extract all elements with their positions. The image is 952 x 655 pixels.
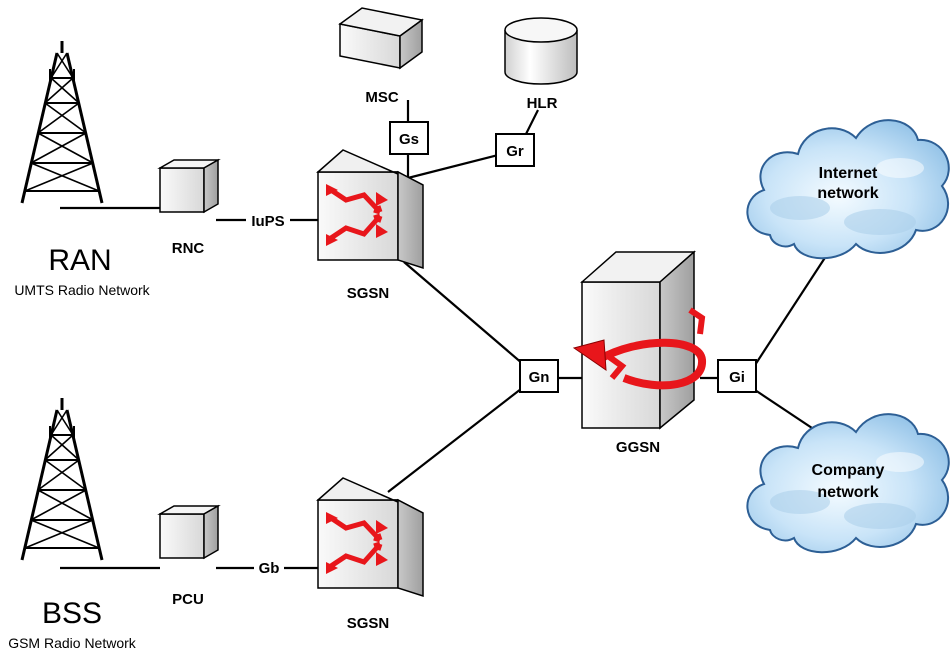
gi-interface-box xyxy=(717,359,757,393)
gn-interface-box xyxy=(519,359,559,393)
gi-interface-label: Gi xyxy=(729,369,745,386)
internet-cloud-label-line2: network xyxy=(817,185,878,202)
bss-title: BSS xyxy=(42,597,102,630)
msc-label: MSC xyxy=(365,89,399,106)
bss-subtitle: GSM Radio Network xyxy=(8,635,137,651)
gn-interface-label: Gn xyxy=(529,369,550,386)
hlr-label: HLR xyxy=(527,95,558,112)
ran-title: RAN xyxy=(48,244,111,277)
ran-subtitle: UMTS Radio Network xyxy=(14,282,150,298)
sgsn-bottom-label: SGSN xyxy=(347,615,390,632)
gs-interface-label: Gs xyxy=(399,131,419,148)
sgsn-bottom-icon xyxy=(318,478,423,606)
sgsn-top-label: SGSN xyxy=(347,285,390,302)
gs-interface-box xyxy=(389,121,429,155)
gb-label-bg xyxy=(254,560,284,578)
pcu-label: PCU xyxy=(172,591,204,608)
rnc-label: RNC xyxy=(172,240,205,257)
internet-cloud-icon xyxy=(746,119,950,260)
gr-interface-label: Gr xyxy=(506,143,524,160)
ggsn-server-icon xyxy=(572,250,706,430)
msc-node-icon xyxy=(338,7,424,70)
gr-interface-box xyxy=(495,133,535,167)
bss-tower-icon xyxy=(20,396,104,562)
internet-cloud-label-line1: Internet xyxy=(819,165,878,182)
company-cloud-label-line2: network xyxy=(817,484,878,501)
iups-interface-label: IuPS xyxy=(251,213,284,230)
company-cloud-icon xyxy=(746,413,950,554)
rnc-node-icon xyxy=(159,159,219,213)
company-cloud-label-line1: Company xyxy=(812,462,885,479)
pcu-node-icon xyxy=(159,505,219,559)
gb-interface-label: Gb xyxy=(259,560,280,577)
ran-tower-icon xyxy=(20,39,104,205)
ggsn-label: GGSN xyxy=(616,439,660,456)
hlr-database-icon xyxy=(504,17,578,85)
iups-label-bg xyxy=(246,212,290,230)
